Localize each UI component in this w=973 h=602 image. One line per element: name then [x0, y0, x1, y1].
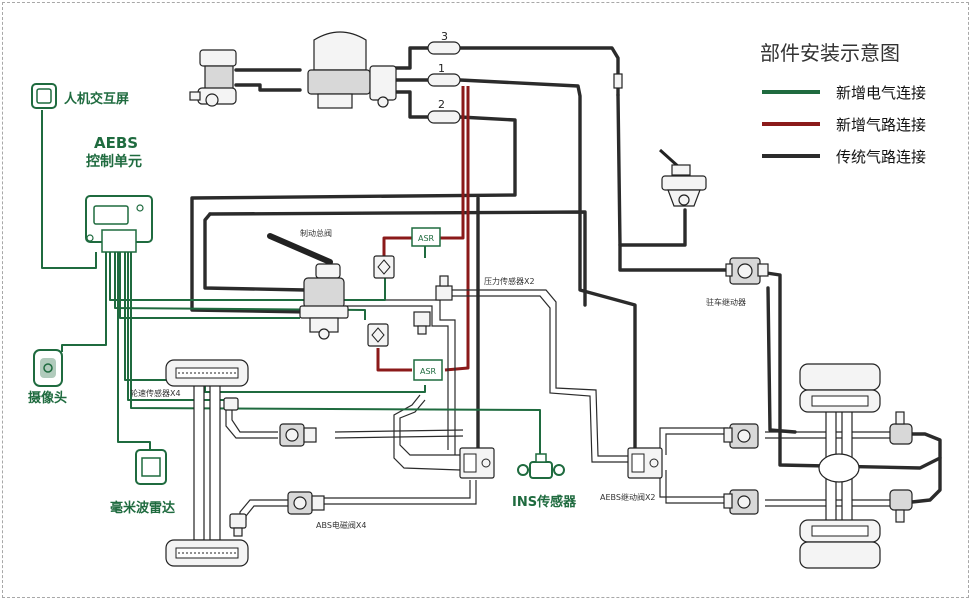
air-tank-3 [427, 41, 461, 55]
check-valve-bottom [367, 323, 389, 347]
asr-valve-top [411, 227, 441, 247]
rear-axle [818, 409, 860, 531]
front-brake-chamber-top [223, 397, 239, 411]
front-wheel-top [165, 359, 249, 387]
legend-label-legacy-air: 传统气路连接 [836, 148, 926, 166]
legacy-air-pipes [190, 46, 942, 504]
legend-label-new-air: 新增气路连接 [836, 116, 926, 134]
front-wheel-bottom [165, 539, 249, 567]
asr-top-label: ASR [418, 234, 435, 243]
radar-label: 毫米波雷达 [110, 500, 175, 516]
tank-1-label: 1 [438, 62, 445, 75]
parking-relay-label: 驻车继动器 [706, 297, 746, 307]
rear-wheel-top [799, 363, 881, 413]
wheel-speed-label: 轮速传感器X4 [130, 388, 181, 398]
new-air-pipes [376, 86, 470, 372]
check-valve-top [373, 255, 395, 279]
hand-brake-valve [658, 148, 707, 207]
tank-3-label: 3 [441, 30, 448, 43]
aebs-relay-valve-rear [627, 447, 663, 479]
legend-title: 部件安装示意图 [760, 41, 900, 65]
abs-valve-rear-1 [723, 423, 759, 449]
air-tank-2 [427, 110, 461, 124]
rear-wheel-bottom [799, 519, 881, 569]
front-axle [193, 379, 221, 541]
camera-label: 摄像头 [28, 390, 67, 406]
aebs-relay-label: AEBS继动阀X2 [600, 492, 656, 502]
abs-valve-label: ABS电磁阀X4 [316, 520, 366, 530]
front-brake-chamber-bottom [229, 513, 247, 537]
parking-relay-valve [725, 257, 769, 285]
asr-valve-bottom [413, 359, 443, 381]
air-compressor [189, 49, 237, 107]
air-dryer [307, 31, 397, 109]
mmwave-radar [135, 449, 167, 485]
brake-valve-label: 制动总阀 [300, 228, 332, 238]
aebs-label-line2: 控制单元 [86, 153, 142, 170]
camera [33, 349, 63, 387]
inline-fitting [613, 73, 623, 89]
tank-2-label: 2 [438, 98, 445, 111]
aebs-label-line1: AEBS [94, 134, 138, 152]
aebs-relay-valve-front [459, 447, 495, 479]
air-tank-1 [427, 73, 461, 87]
legend-label-electric: 新增电气连接 [836, 84, 926, 102]
ins-sensor [517, 453, 565, 479]
pressure-sensor-label: 压力传感器X2 [484, 276, 535, 286]
abs-valve-front-1 [279, 423, 317, 447]
electric-wires [41, 110, 541, 462]
legend: 部件安装示意图 新增电气连接 新增气路连接 传统气路连接 [760, 41, 926, 166]
abs-valve-front-2 [287, 491, 325, 515]
hmi-label: 人机交互屏 [64, 91, 129, 107]
asr-bottom-label: ASR [420, 367, 437, 376]
rear-brake-chamber-top [889, 411, 913, 445]
aebs-control-unit [85, 195, 153, 253]
rear-brake-chamber-bottom [889, 489, 913, 523]
abs-valve-rear-2 [723, 489, 759, 515]
brake-valve [267, 233, 349, 340]
pressure-sensor-top [435, 275, 453, 301]
hmi-screen [31, 83, 57, 109]
pressure-sensor-bottom [413, 311, 431, 335]
ins-label: INS传感器 [512, 494, 577, 510]
